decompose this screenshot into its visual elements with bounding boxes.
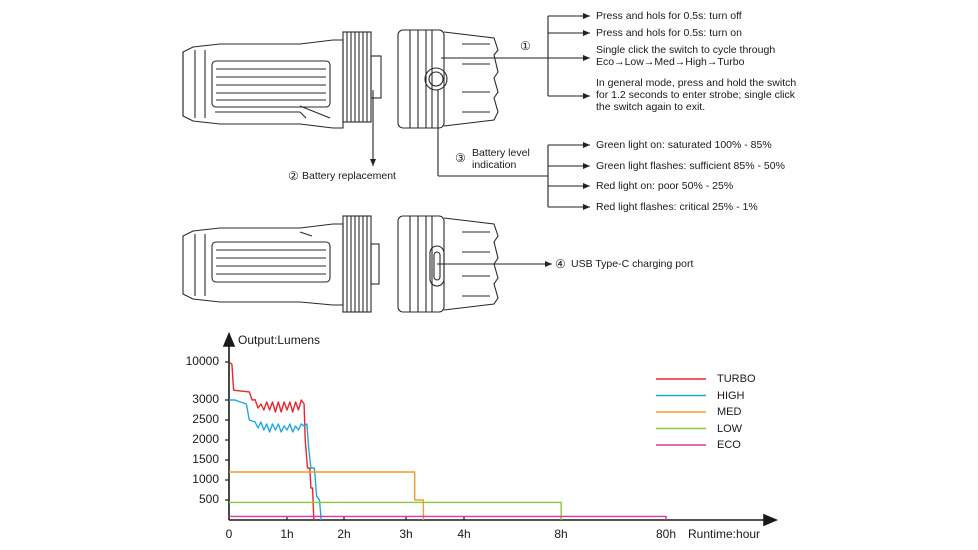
series-line-low: [229, 501, 562, 520]
switch-function-4: In general mode, press and hold the swit…: [596, 77, 797, 113]
legend-label-med: MED: [717, 406, 742, 418]
marker-3: ③: [455, 151, 466, 165]
marker-2: ②: [288, 169, 299, 183]
y-tick-label: 1000: [192, 472, 219, 486]
y-axis-label: Output:Lumens: [238, 333, 321, 347]
switch-function-1: Press and hols for 0.5s: turn off: [596, 10, 742, 22]
series-line-high: [229, 399, 322, 521]
flashlight-body-top: [182, 31, 382, 129]
switch-function-3: Single click the switch to cycle through…: [596, 44, 776, 68]
flashlight-head-top: [397, 29, 499, 129]
y-tick-label: 2000: [192, 432, 219, 446]
legend-label-low: LOW: [717, 422, 743, 435]
marker-1: ①: [520, 39, 531, 53]
switch-function-2: Press and hols for 0.5s: turn on: [596, 27, 742, 39]
battery-level-2: Green light flashes: sufficient 85% - 50…: [596, 160, 785, 172]
x-tick-label: 8h: [554, 527, 568, 541]
y-tick-label: 10000: [185, 354, 219, 368]
series-line-eco: [229, 515, 667, 520]
marker-4: ④: [555, 257, 566, 271]
y-tick-marks: [225, 361, 229, 501]
x-tick-label: 3h: [399, 527, 413, 541]
x-tick-label: 1h: [280, 527, 294, 541]
x-tick-label: 4h: [457, 527, 471, 541]
x-axis-label: Runtime:hour: [688, 527, 761, 541]
legend-label-turbo: TURBO: [717, 373, 756, 385]
callout-lines: [370, 13, 590, 267]
battery-indication-label: Battery level indication: [472, 147, 530, 171]
series-line-turbo: [228, 361, 315, 521]
chart-legend: [656, 378, 706, 446]
battery-replacement-label: Battery replacement: [302, 170, 396, 182]
legend-label-eco: ECO: [717, 439, 741, 451]
y-tick-label: 1500: [192, 452, 219, 466]
battery-level-4: Red light flashes: critical 25% - 1%: [596, 201, 758, 213]
y-tick-label: 2500: [192, 412, 219, 426]
x-tick-label: 2h: [337, 527, 351, 541]
flashlight-body-bottom: [182, 215, 380, 313]
battery-level-3: Red light on: poor 50% - 25%: [596, 180, 734, 192]
flashlight-head-bottom: [397, 215, 499, 313]
series-line-med: [229, 471, 425, 520]
chart-axes: [222, 331, 779, 527]
usb-port-label: USB Type-C charging port: [571, 258, 694, 270]
y-tick-label: 3000: [192, 392, 219, 406]
chart-series: [228, 361, 667, 521]
y-tick-label: 500: [198, 492, 219, 506]
x-tick-label: 0: [225, 527, 233, 541]
battery-level-1: Green light on: saturated 100% - 85%: [596, 139, 772, 151]
x-tick-label: 80h: [655, 527, 677, 541]
legend-label-high: HIGH: [717, 389, 745, 402]
